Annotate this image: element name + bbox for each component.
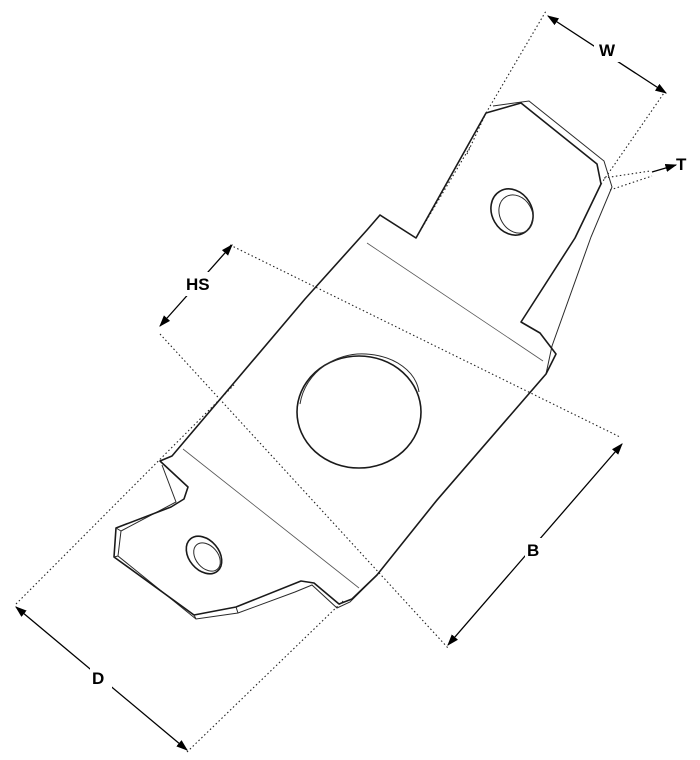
lower-bend-line (182, 448, 360, 589)
center-hole (296, 353, 422, 469)
label-w: W (599, 41, 616, 60)
part-lower-tab-edge (113, 527, 239, 620)
label-d: D (92, 669, 104, 688)
upper-hole (490, 188, 534, 236)
dimension-lines (15, 15, 678, 751)
label-t: T (676, 155, 687, 174)
terminal-part (113, 100, 613, 620)
label-hs: HS (186, 275, 210, 294)
holes (185, 188, 534, 575)
label-b: B (527, 541, 539, 560)
part-main-outline (113, 102, 602, 616)
upper-bend-line (366, 242, 544, 362)
extension-lines (15, 10, 665, 753)
t-leader-line (651, 164, 678, 173)
lower-hole (185, 535, 223, 575)
dimension-labels: W T HS B D (90, 38, 687, 690)
